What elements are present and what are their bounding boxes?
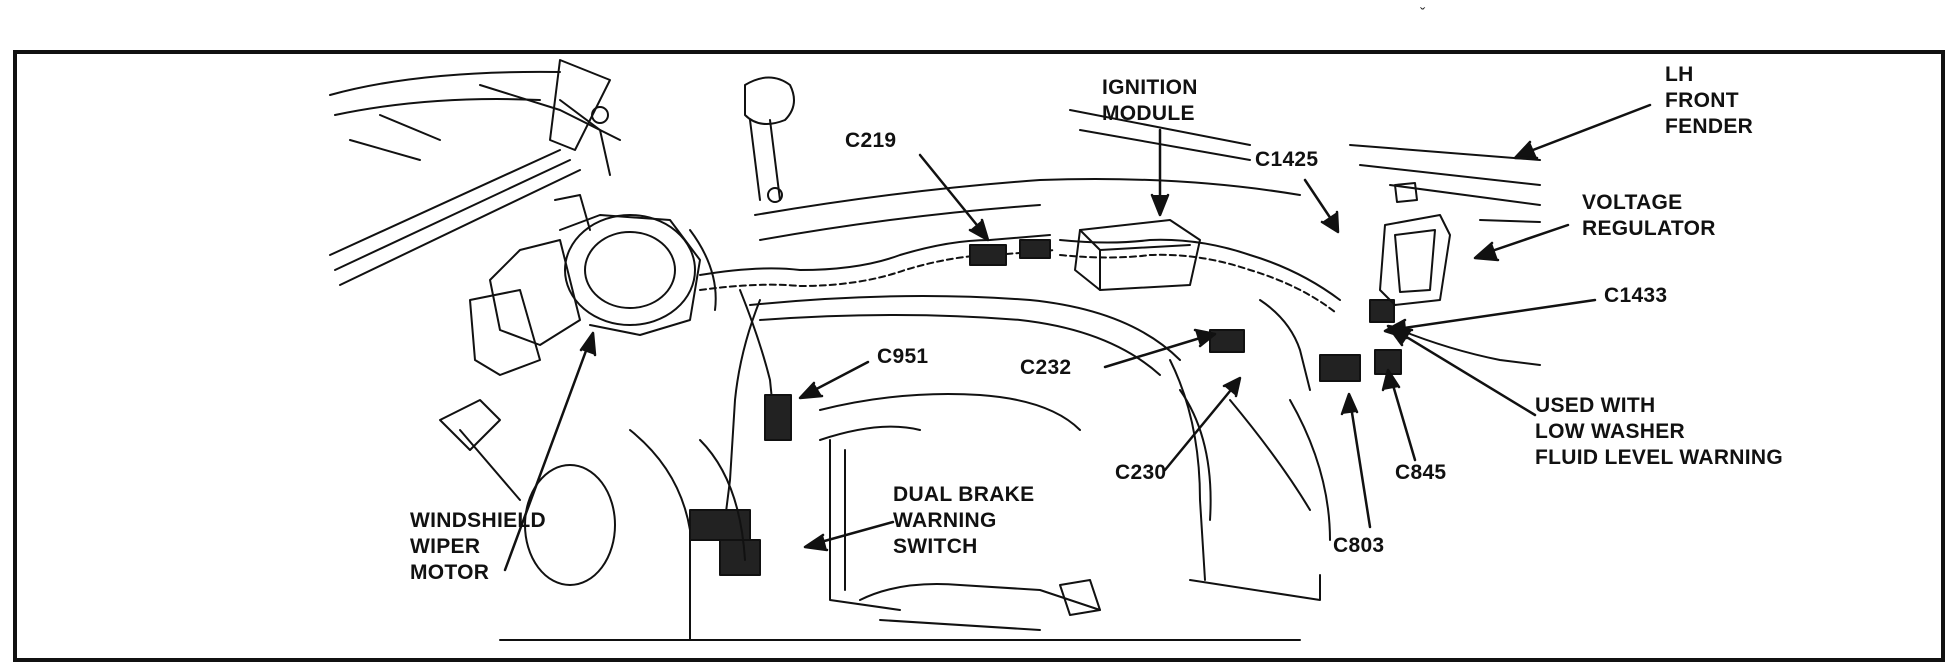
label-dual-brake-warning-switch: DUAL BRAKE WARNING SWITCH <box>893 483 1035 558</box>
body-lines <box>439 295 1331 641</box>
label-ignition-module: IGNITION MODULE <box>1102 76 1198 125</box>
label-windshield-wiper-motor: WINDSHIELD WIPER MOTOR <box>410 509 546 584</box>
label-used-with-low-washer: USED WITH LOW WASHER FLUID LEVEL WARNING <box>1535 394 1783 469</box>
ignition-module-shape <box>1074 219 1201 291</box>
leader-lines <box>503 103 1652 572</box>
label-voltage-regulator: VOLTAGE REGULATOR <box>1582 191 1716 240</box>
diagram-frame <box>13 50 1945 662</box>
label-c219: C219 <box>845 129 897 152</box>
label-c951: C951 <box>877 345 929 368</box>
wiring-harness <box>699 234 1541 521</box>
wiper-motor-shape <box>469 194 717 376</box>
connector-shapes <box>689 239 1402 576</box>
top-mark: ˇ <box>1420 6 1426 23</box>
hood-hinge <box>549 59 795 203</box>
label-c1433: C1433 <box>1604 284 1668 307</box>
label-c845: C845 <box>1395 461 1447 484</box>
label-c803: C803 <box>1333 534 1385 557</box>
cowl-outline <box>329 70 1541 286</box>
label-c230: C230 <box>1115 461 1167 484</box>
voltage-regulator-shape <box>1379 182 1451 306</box>
label-c1425: C1425 <box>1255 148 1319 171</box>
label-c232: C232 <box>1020 356 1072 379</box>
label-lh-front-fender: LH FRONT FENDER <box>1665 63 1754 138</box>
